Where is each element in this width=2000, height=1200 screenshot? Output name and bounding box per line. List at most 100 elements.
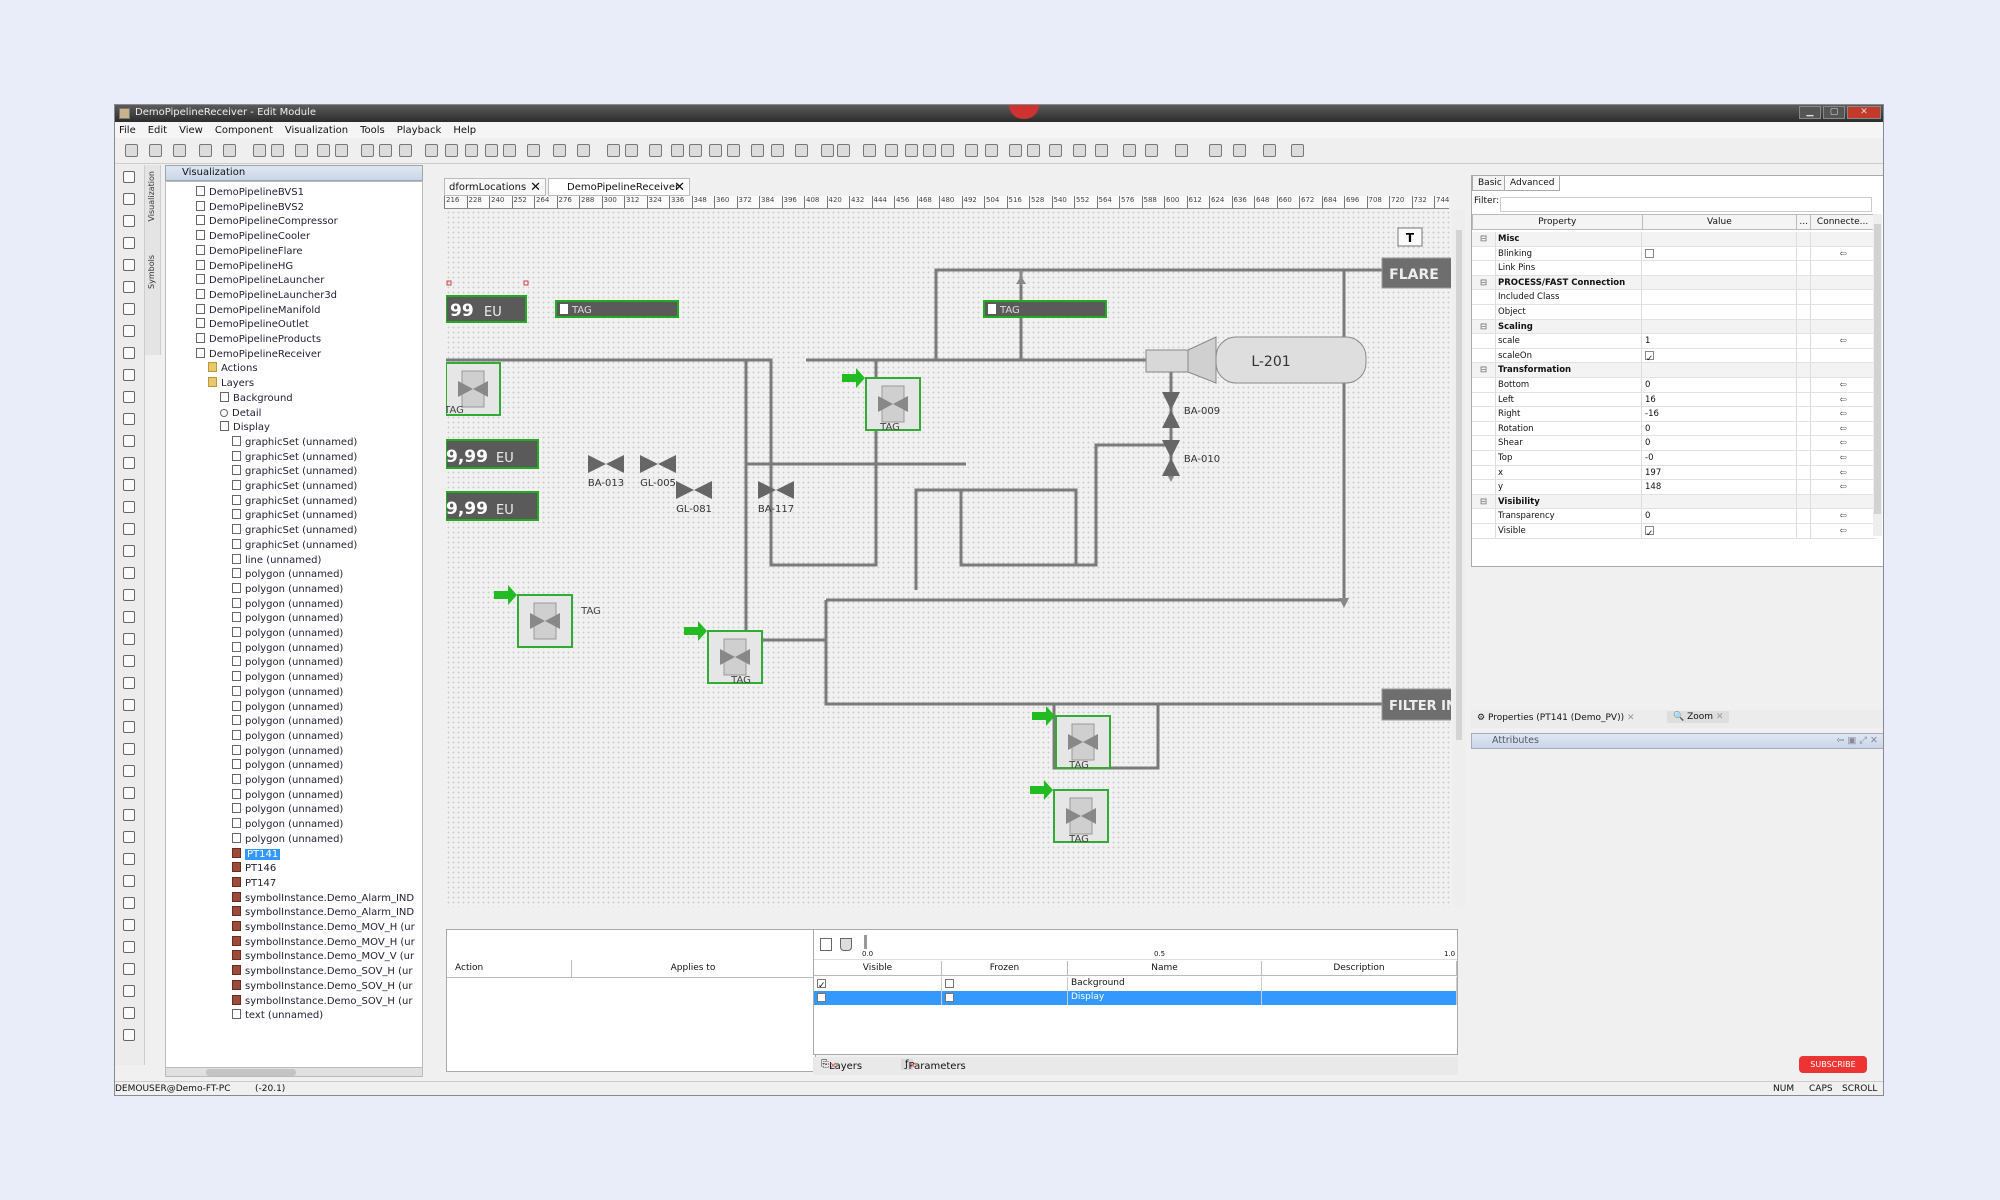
toolbar-button-icon[interactable]: [361, 144, 374, 157]
collapse-toggle-icon[interactable]: ⊟: [1472, 494, 1496, 509]
draw-tool-icon[interactable]: [123, 1007, 135, 1019]
property-value[interactable]: 1: [1642, 334, 1797, 348]
tree-horizontal-scrollbar[interactable]: [165, 1067, 423, 1077]
tree-item[interactable]: DemoPipelineCompressor: [196, 215, 338, 229]
value-checkbox[interactable]: ✓: [1645, 350, 1654, 364]
draw-tool-icon[interactable]: [123, 985, 135, 997]
draw-tool-icon[interactable]: [123, 567, 135, 579]
toolbar-button-icon[interactable]: [1263, 144, 1276, 157]
selection-handle[interactable]: [523, 280, 529, 286]
prop-col-dots[interactable]: ...: [1797, 215, 1812, 229]
property-value[interactable]: [1642, 290, 1797, 304]
valve[interactable]: GL-005: [640, 455, 676, 489]
tree-item[interactable]: symbolInstance.Demo_SOV_H (ur: [232, 965, 412, 979]
toolbar-button-icon[interactable]: [553, 144, 566, 157]
tree-item[interactable]: polygon (unnamed): [232, 641, 343, 656]
draw-tool-icon[interactable]: [123, 501, 135, 513]
draw-tool-icon[interactable]: [123, 765, 135, 777]
tree-item[interactable]: DemoPipelineOutlet: [196, 318, 309, 332]
properties-scrollbar[interactable]: [1873, 214, 1882, 536]
tree-item[interactable]: Display: [220, 421, 270, 435]
draw-tool-icon[interactable]: [123, 193, 135, 205]
instrument-symbol[interactable]: TAG: [684, 621, 763, 686]
selection-handle[interactable]: [446, 280, 452, 286]
collapse-toggle-icon[interactable]: ⊟: [1472, 319, 1496, 334]
property-row[interactable]: Link Pins: [1472, 261, 1876, 276]
collapse-toggle-icon[interactable]: ⊟: [1472, 275, 1496, 290]
collapse-toggle-icon[interactable]: ⊟: [1472, 363, 1496, 377]
draw-tool-icon[interactable]: [123, 237, 135, 249]
connect-arrow-icon[interactable]: ⇦: [1839, 248, 1847, 259]
toolbar-button-icon[interactable]: [271, 144, 284, 157]
toolbar-button-icon[interactable]: [503, 144, 516, 157]
tree-item[interactable]: Detail: [220, 407, 261, 421]
opacity-slider-thumb[interactable]: [864, 935, 867, 949]
visible-checkbox[interactable]: ✓: [817, 979, 826, 991]
tree-item[interactable]: DemoPipelineProducts: [196, 333, 321, 347]
draw-tool-icon[interactable]: [123, 963, 135, 975]
property-row[interactable]: Included Class: [1472, 290, 1876, 305]
display-readout-1[interactable]: 99 EU: [446, 280, 529, 323]
draw-tool-icon[interactable]: [123, 721, 135, 733]
toolbar-button-icon[interactable]: [1123, 144, 1136, 157]
toolbar-button-icon[interactable]: [223, 144, 236, 157]
connect-arrow-icon[interactable]: ⇦: [1839, 409, 1847, 420]
toolbar-button-icon[interactable]: [863, 144, 876, 157]
minimize-button[interactable]: ▁: [1799, 106, 1821, 119]
draw-tool-icon[interactable]: [123, 413, 135, 425]
toolbar-button-icon[interactable]: [795, 144, 808, 157]
toolbar-button-icon[interactable]: [1073, 144, 1086, 157]
tree-item[interactable]: polygon (unnamed): [232, 774, 343, 788]
property-section[interactable]: ⊟Misc: [1472, 232, 1876, 247]
instrument-symbol[interactable]: TAG: [494, 585, 601, 648]
instrument-symbol[interactable]: TAG: [1030, 780, 1109, 845]
property-value[interactable]: 148: [1642, 480, 1797, 494]
property-value[interactable]: [1642, 261, 1797, 275]
draw-tool-icon[interactable]: [123, 325, 135, 337]
tree-item[interactable]: polygon (unnamed): [232, 700, 343, 715]
layers-col-name[interactable]: Name: [1068, 961, 1262, 975]
property-value[interactable]: [1642, 246, 1797, 261]
tree-item[interactable]: PT141: [232, 847, 281, 862]
visualization-vtab[interactable]: Visualization: [147, 171, 156, 222]
property-row[interactable]: Visible✓⇦: [1472, 524, 1876, 539]
toolbar-button-icon[interactable]: [445, 144, 458, 157]
toolbar-button-icon[interactable]: [709, 144, 722, 157]
close-tab-icon[interactable]: ✕: [829, 1061, 838, 1072]
property-value[interactable]: 197: [1642, 465, 1797, 480]
toolbar-button-icon[interactable]: [751, 144, 764, 157]
tree-item[interactable]: polygon (unnamed): [232, 729, 343, 744]
prop-col-value[interactable]: Value: [1643, 215, 1798, 229]
tree-item[interactable]: DemoPipelineBVS1: [196, 186, 304, 200]
draw-tool-icon[interactable]: [123, 545, 135, 557]
property-value[interactable]: -0: [1642, 451, 1797, 465]
toolbar-button-icon[interactable]: [317, 144, 330, 157]
tree-item[interactable]: polygon (unnamed): [232, 715, 343, 729]
delete-layer-icon[interactable]: [840, 938, 852, 951]
tree-item[interactable]: symbolInstance.Demo_Alarm_IND: [232, 891, 414, 906]
connect-arrow-icon[interactable]: ⇦: [1839, 394, 1847, 405]
tree-item[interactable]: symbolInstance.Demo_MOV_V (ur: [232, 950, 414, 964]
toolbar-button-icon[interactable]: [527, 144, 540, 157]
tree-item[interactable]: DemoPipelineHG: [196, 259, 293, 274]
layer-visible-cell[interactable]: ✓: [814, 977, 942, 991]
toolbar-button-icon[interactable]: [465, 144, 478, 157]
valve[interactable]: BA-013: [588, 455, 624, 489]
toolbar-button-icon[interactable]: [1175, 144, 1188, 157]
draw-tool-icon[interactable]: [123, 633, 135, 645]
tree-item[interactable]: DemoPipelineManifold: [196, 303, 320, 318]
draw-tool-icon[interactable]: [123, 897, 135, 909]
property-row[interactable]: Top-0⇦: [1472, 451, 1876, 466]
tree-item[interactable]: DemoPipelineFlare: [196, 244, 303, 259]
property-value[interactable]: 16: [1642, 392, 1797, 407]
tree-item[interactable]: graphicSet (unnamed): [232, 465, 357, 479]
tree-item[interactable]: line (unnamed): [232, 553, 321, 568]
toolbar-button-icon[interactable]: [295, 144, 308, 157]
layer-frozen-cell[interactable]: [942, 991, 1068, 1005]
tree-item[interactable]: DemoPipelineLauncher: [196, 274, 324, 288]
draw-tool-icon[interactable]: [123, 303, 135, 315]
